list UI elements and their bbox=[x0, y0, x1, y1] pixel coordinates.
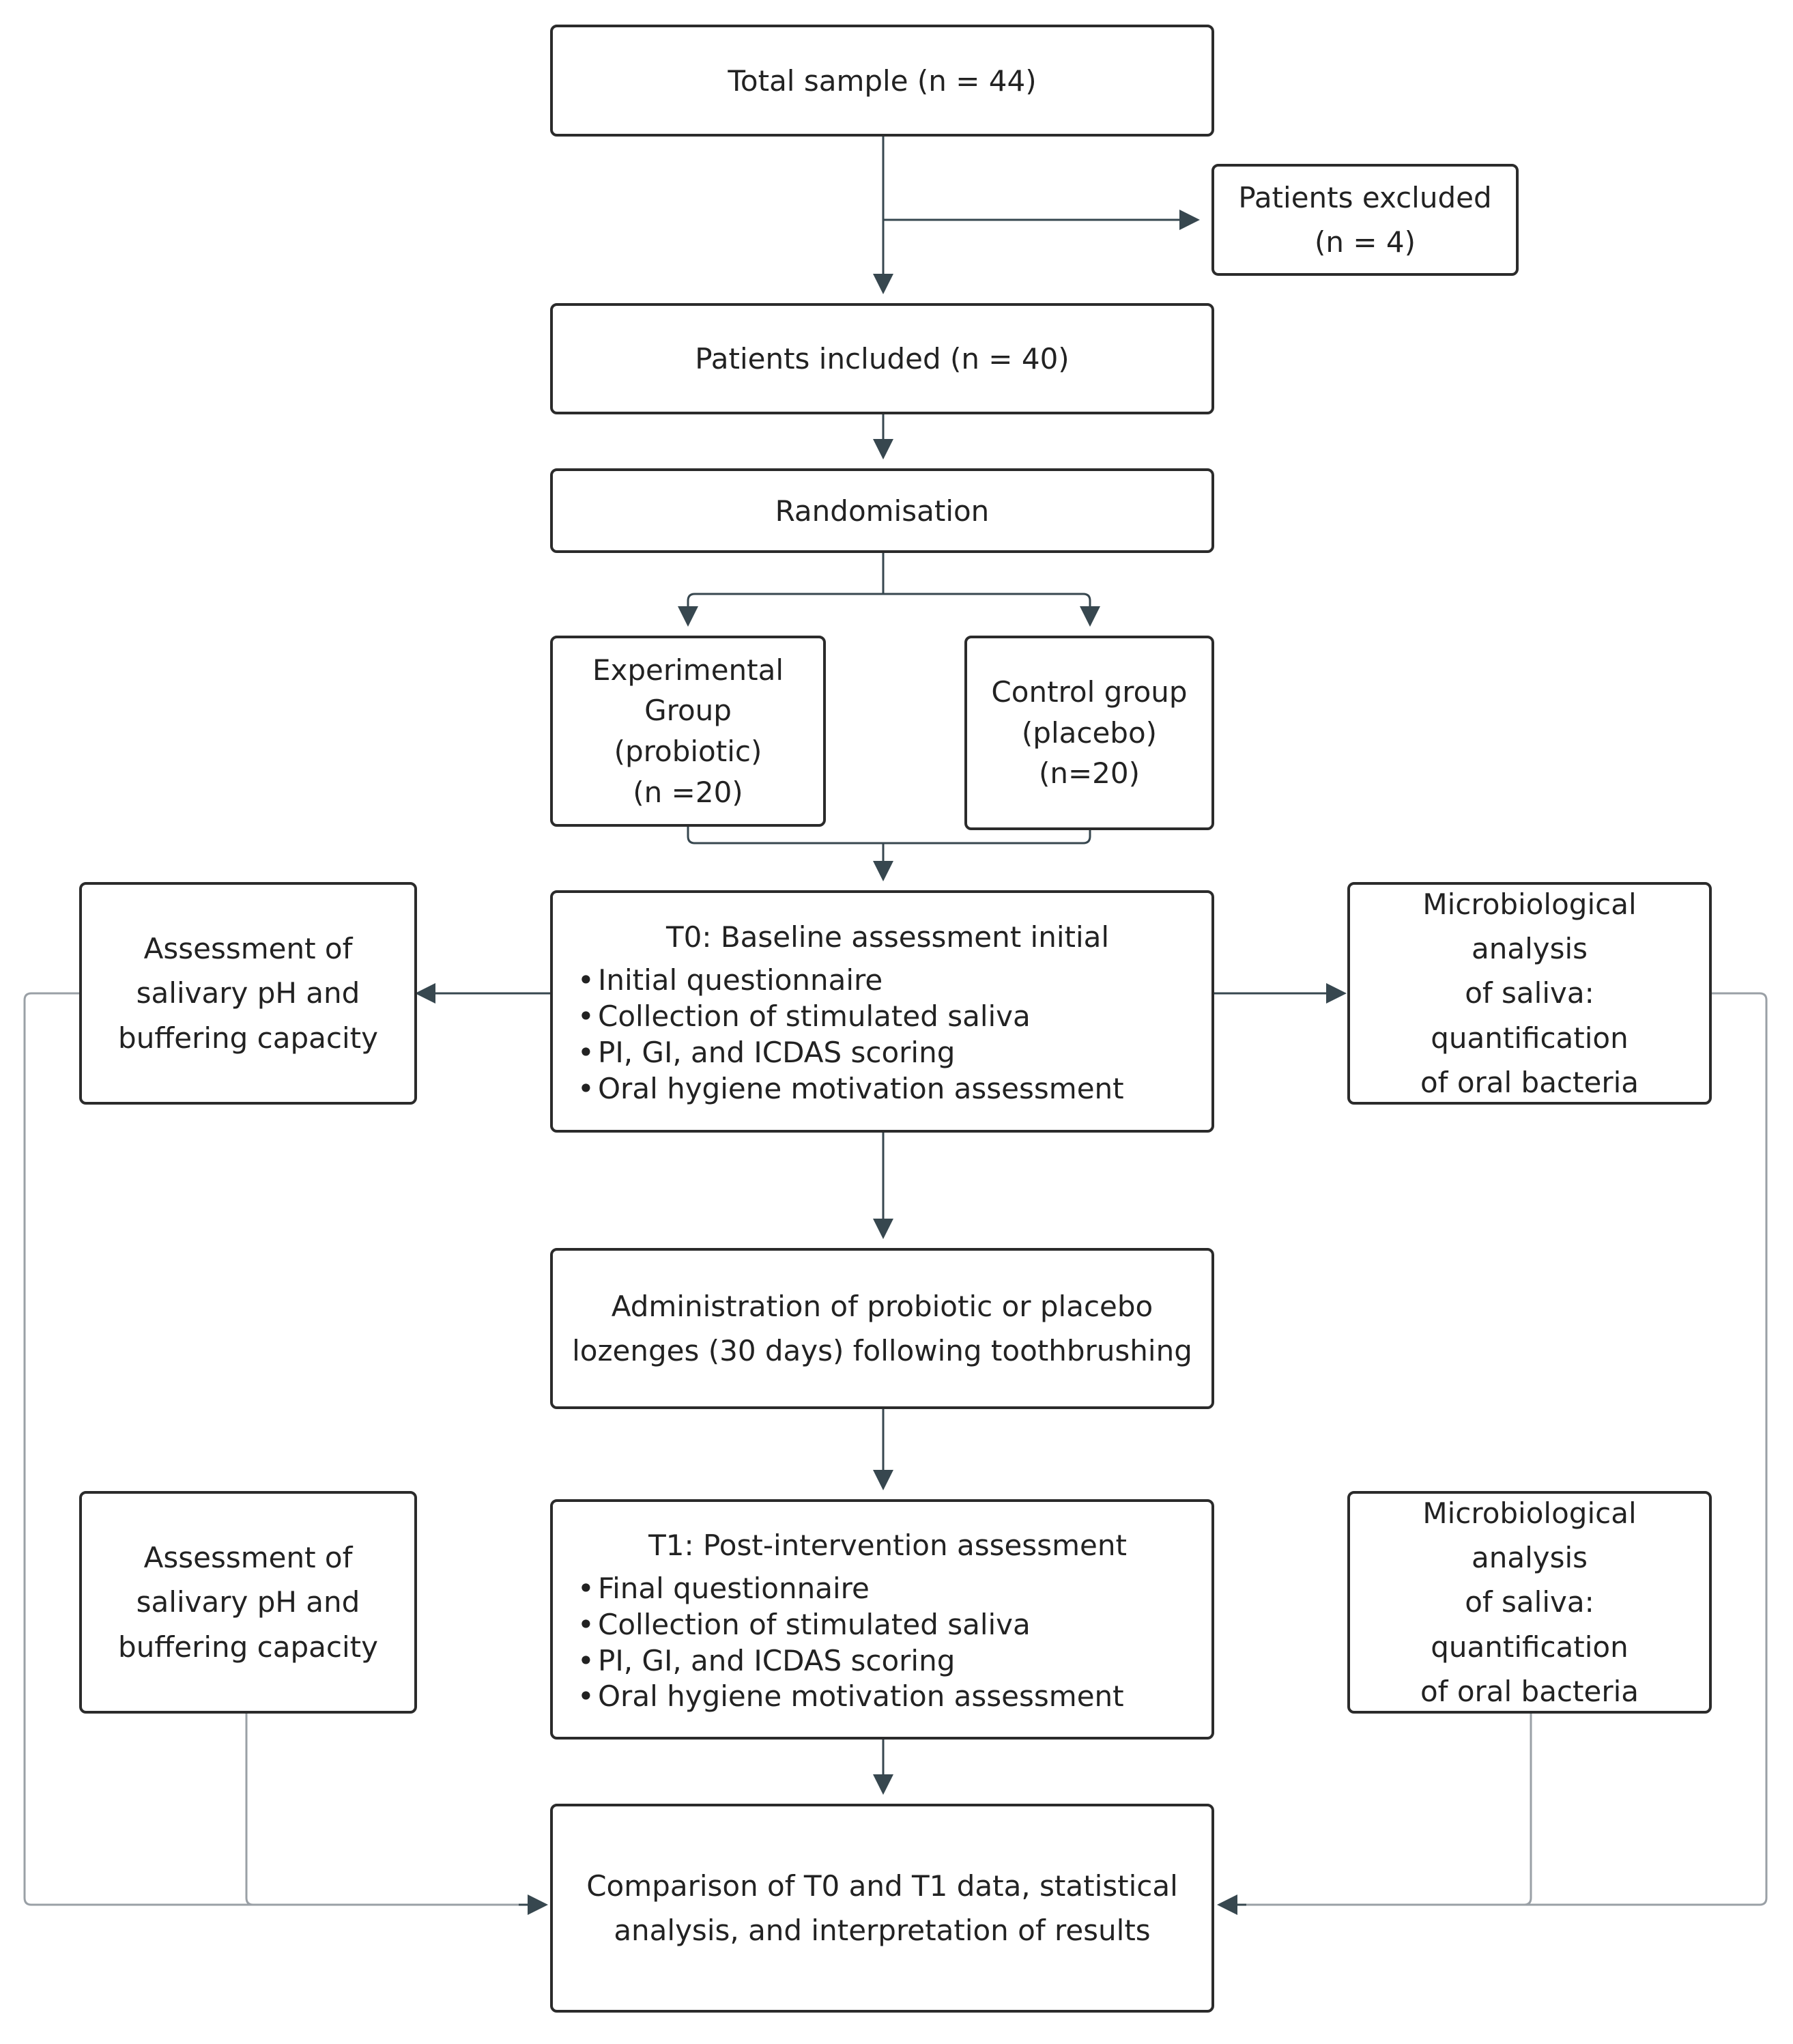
administration-line-2: lozenges (30 days) following toothbrushi… bbox=[572, 1334, 1192, 1367]
t0-item: Initial questionnaire bbox=[577, 963, 1124, 999]
administration-box: Administration of probiotic or placebo l… bbox=[550, 1248, 1214, 1409]
t0-item: PI, GI, and ICDAS scoring bbox=[577, 1035, 1124, 1071]
connector-micro-t0-to-comparison bbox=[1219, 992, 1768, 1906]
ph-t1-line-3: buffering capacity bbox=[118, 1630, 378, 1664]
control-group-line-2: (placebo) bbox=[1021, 715, 1158, 750]
t0-baseline-box: T0: Baseline assessment initial Initial … bbox=[550, 890, 1214, 1133]
experimental-group-box: Experimental Group (probiotic) (n =20) bbox=[550, 636, 826, 827]
patients-included-box: Patients included (n = 40) bbox=[550, 303, 1214, 414]
patients-excluded-box: Patients excluded (n = 4) bbox=[1211, 164, 1519, 276]
randomisation-label: Randomisation bbox=[775, 494, 990, 528]
t0-item-list: Initial questionnaire Collection of stim… bbox=[577, 963, 1124, 1107]
t1-post-intervention-box: T1: Post-intervention assessment Final q… bbox=[550, 1499, 1214, 1740]
control-group-count: (n=20) bbox=[1038, 756, 1141, 791]
total-sample-box: Total sample (n = 44) bbox=[550, 25, 1214, 137]
administration-line-1: Administration of probiotic or placebo bbox=[611, 1289, 1153, 1323]
randomisation-box: Randomisation bbox=[550, 468, 1214, 553]
t1-item: Collection of stimulated saliva bbox=[577, 1607, 1124, 1643]
total-sample-label: Total sample (n = 44) bbox=[728, 63, 1037, 98]
patients-excluded-label: Patients excluded bbox=[1238, 180, 1492, 214]
micro-t0-line-1: Microbiological analysis bbox=[1422, 888, 1637, 966]
t1-item: PI, GI, and ICDAS scoring bbox=[577, 1643, 1124, 1679]
ph-t1-line-2: salivary pH and bbox=[136, 1585, 360, 1619]
t1-item: Final questionnaire bbox=[577, 1571, 1124, 1607]
experimental-group-line-2: Group (probiotic) bbox=[614, 694, 762, 768]
comparison-box: Comparison of T0 and T1 data, statistica… bbox=[550, 1804, 1214, 2013]
t1-title: T1: Post-intervention assessment bbox=[648, 1528, 1127, 1562]
comparison-line-1: Comparison of T0 and T1 data, statistica… bbox=[586, 1869, 1178, 1903]
micro-t0-line-2: of saliva: quantification bbox=[1431, 976, 1629, 1055]
arrow-randomisation-to-control bbox=[883, 593, 1100, 627]
t0-item: Oral hygiene motivation assessment bbox=[577, 1071, 1124, 1107]
arrow-randomisation-to-experimental bbox=[678, 553, 885, 627]
control-group-line-1: Control group bbox=[991, 675, 1188, 709]
t1-item: Oral hygiene motivation assessment bbox=[577, 1679, 1124, 1715]
micro-t1-line-1: Microbiological analysis bbox=[1422, 1496, 1637, 1575]
connector-micro-t1-to-comparison bbox=[1219, 1714, 1532, 1906]
patients-excluded-count: (n = 4) bbox=[1314, 225, 1416, 259]
experimental-group-line-1: Experimental bbox=[592, 653, 784, 687]
connector-ph-t0-to-comparison bbox=[23, 992, 546, 1906]
ph-t0-line-1: Assessment of bbox=[143, 932, 353, 966]
ph-assessment-t0-box: Assessment of salivary pH and buffering … bbox=[79, 882, 417, 1105]
micro-t0-line-3: of oral bacteria bbox=[1420, 1065, 1639, 1099]
t1-item-list: Final questionnaire Collection of stimul… bbox=[577, 1571, 1124, 1716]
experimental-group-count: (n =20) bbox=[633, 775, 743, 809]
control-group-box: Control group (placebo) (n=20) bbox=[964, 636, 1214, 830]
connector-ph-t1-to-comparison bbox=[245, 1714, 546, 1906]
t0-title: T0: Baseline assessment initial bbox=[665, 920, 1110, 954]
microbiological-analysis-t0-box: Microbiological analysis of saliva: quan… bbox=[1347, 882, 1712, 1105]
patients-included-label: Patients included (n = 40) bbox=[695, 342, 1070, 375]
microbiological-analysis-t1-box: Microbiological analysis of saliva: quan… bbox=[1347, 1491, 1712, 1714]
micro-t1-line-2: of saliva: quantification bbox=[1431, 1585, 1629, 1664]
ph-assessment-t1-box: Assessment of salivary pH and buffering … bbox=[79, 1491, 417, 1714]
t0-item: Collection of stimulated saliva bbox=[577, 999, 1124, 1035]
comparison-line-2: analysis, and interpretation of results bbox=[614, 1914, 1151, 1947]
arrow-groups-merge-to-t0 bbox=[687, 827, 1091, 844]
ph-t1-line-1: Assessment of bbox=[143, 1541, 353, 1575]
ph-t0-line-2: salivary pH and bbox=[136, 976, 360, 1010]
ph-t0-line-3: buffering capacity bbox=[118, 1021, 378, 1055]
micro-t1-line-3: of oral bacteria bbox=[1420, 1674, 1639, 1708]
